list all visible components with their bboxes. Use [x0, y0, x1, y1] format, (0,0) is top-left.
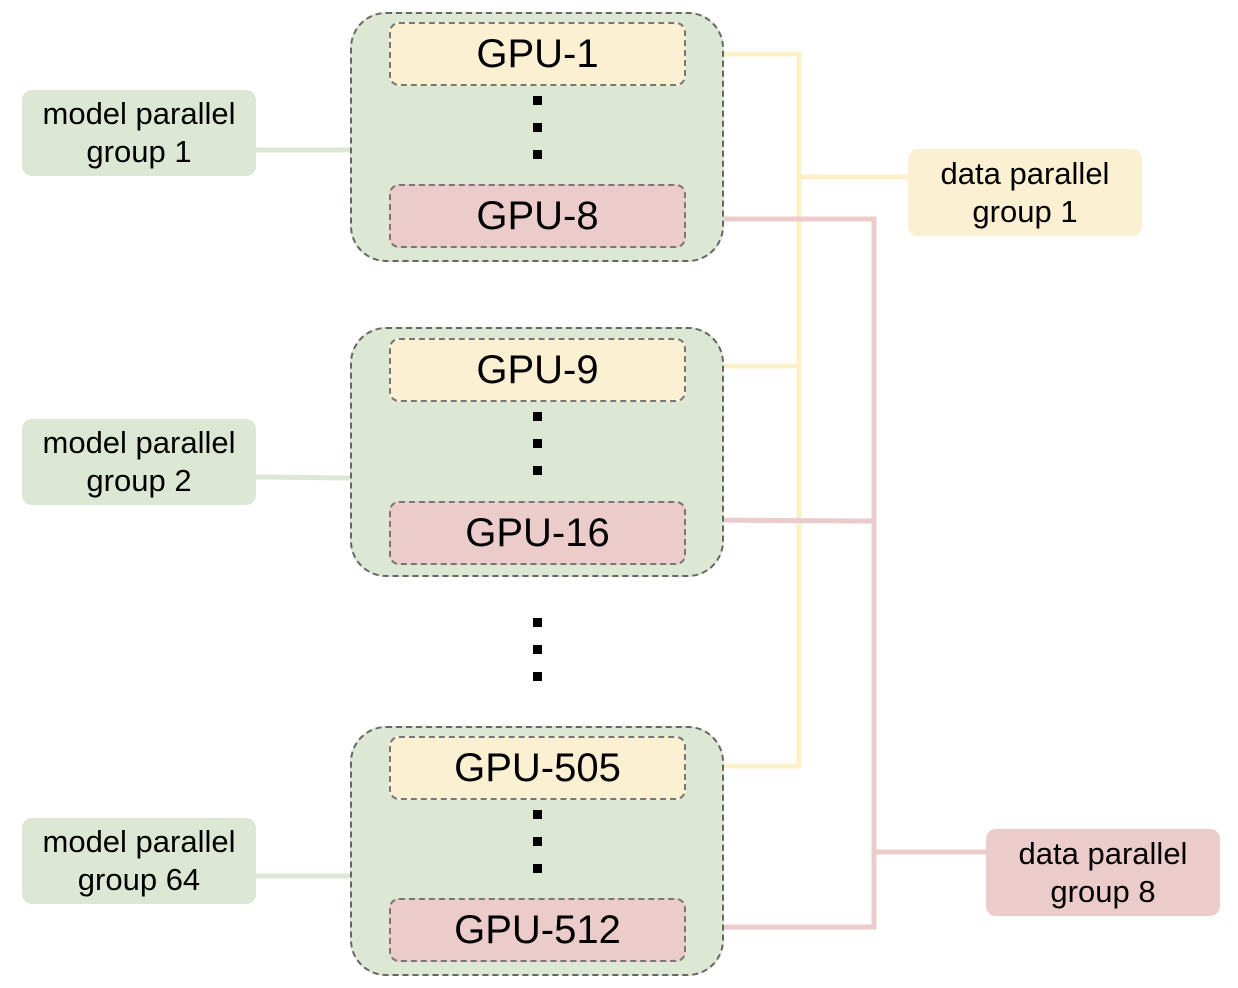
model-group-2-connector — [251, 474, 353, 481]
data-group-1-trunk — [684, 51, 802, 769]
gpu-ellipsis-group-1 — [533, 96, 545, 166]
gpu-ellipsis-group-64 — [533, 810, 545, 880]
model-group-1-label-line2: group 1 — [86, 134, 192, 169]
model-group-2-label-line2: group 2 — [86, 463, 192, 498]
data-group-8-label-line1: data parallel — [1018, 835, 1188, 871]
data-group-8-label-line2: group 8 — [1050, 873, 1156, 909]
model-parallel-group-2-label: model parallel group 2 — [22, 419, 256, 505]
gpu-9-node: GPU-9 — [389, 338, 686, 402]
gpu-512-node: GPU-512 — [389, 898, 686, 962]
gpu-8-node: GPU-8 — [389, 184, 686, 248]
gpu-16-node: GPU-16 — [389, 501, 686, 565]
model-group-1-label-line1: model parallel — [42, 96, 236, 131]
model-group-2-label-line1: model parallel — [42, 425, 236, 460]
model-parallel-group-64-label: model parallel group 64 — [22, 818, 256, 904]
group-ellipsis — [533, 618, 545, 688]
data-group-1-label-line1: data parallel — [940, 155, 1110, 191]
gpu-505-node: GPU-505 — [389, 736, 686, 800]
data-group-1-label-line2: group 1 — [972, 193, 1078, 229]
data-group-8-trunk — [684, 216, 877, 930]
gpu-1-node: GPU-1 — [389, 22, 686, 86]
gpu-ellipsis-group-2 — [533, 412, 545, 482]
model-parallel-group-1-label: model parallel group 1 — [22, 90, 256, 176]
data-parallel-group-1-label: data parallel group 1 — [908, 149, 1142, 236]
model-group-64-label-line2: group 64 — [77, 862, 201, 897]
data-parallel-group-8-label: data parallel group 8 — [986, 829, 1220, 916]
model-group-64-label-line1: model parallel — [42, 824, 236, 859]
